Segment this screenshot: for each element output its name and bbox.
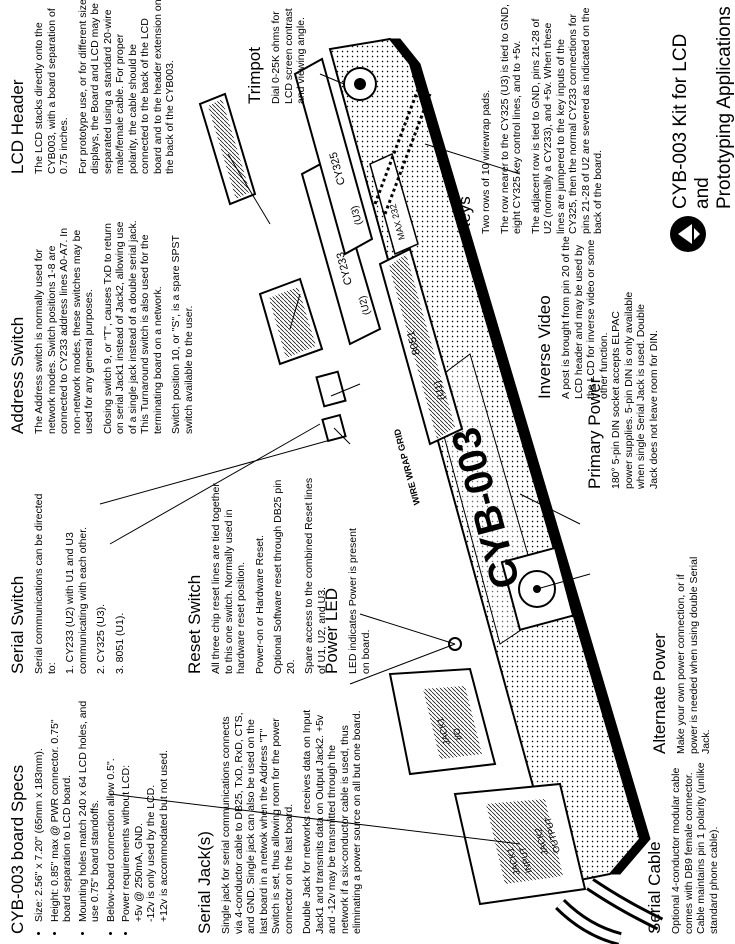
specs-heading: CYB-003 board Specs: [8, 764, 27, 934]
serial-cable-heading: Serial Cable: [645, 841, 664, 934]
lcd-header-p2: For prototype use, or for different size…: [76, 0, 177, 174]
company-logo-icon: [670, 216, 706, 252]
jack1-io-label: I/O: [451, 727, 464, 741]
reset-switch-p3: Optional Software reset through DB25 pin…: [272, 479, 297, 674]
spec-item: Below-board connection allow 0.5".: [105, 694, 118, 922]
inverse-video-text: A post is brought from pin 20 of the LCD…: [560, 236, 610, 399]
max232-chip: [369, 152, 419, 256]
u1-ref-label: (U1): [432, 379, 448, 401]
serial-switch-opt2: 2. CY325 (U3).: [95, 603, 107, 674]
power-led-text: LED indicates Power is present on board.: [347, 528, 372, 674]
jack1-io-block: [388, 667, 497, 776]
lcd-header-p1: The LCD stacks directly onto the CYB003,…: [33, 8, 70, 174]
u1-8051-chip: [378, 247, 464, 446]
leader-lines: [99, 73, 591, 845]
alternate-power-block: Alternate Power Make your own power conn…: [650, 544, 719, 754]
spec-power-line: +12v is accommodated but not used.: [157, 750, 170, 922]
serial-switch-opt1: 1. CY233 (U2) with U1 and U3 communicati…: [64, 526, 89, 674]
serial-jack-p2: Double Jack for networks receives data o…: [301, 709, 363, 934]
serial-cable-text: Optional 4-conductor modular cable comes…: [670, 762, 720, 934]
lcd-header-heading: LCD Header: [8, 79, 27, 175]
alternate-power-heading: Alternate Power: [650, 633, 669, 754]
keys-block: Keys Two rows of 10 wirewrap pads. The r…: [455, 4, 611, 234]
u3-cy325-chip: [293, 57, 374, 256]
serial-switch-intro: Serial communications can be directed to…: [33, 493, 58, 674]
reset-switch-p1: All three chip reset lines are tied toge…: [210, 483, 247, 674]
u3-ref-label: (U3): [349, 204, 365, 226]
serial-jack-block: Serial Jack(s) Single jack for serial co…: [195, 709, 370, 934]
serial-cables: [555, 878, 664, 944]
trimpot-heading: Trimpot: [245, 47, 264, 104]
serial-switch-opt3: 3. 8051 (U1).: [113, 612, 126, 674]
keys-p1: Two rows of 10 wirewrap pads.: [480, 89, 492, 234]
address-switch-p3: Switch position 10, or "S", is a spare S…: [170, 235, 195, 434]
address-switch-part: [258, 277, 324, 366]
power-led-block: Power LED LED indicates Power is present…: [322, 514, 378, 674]
address-switch-p1: The Address switch is normally used for …: [33, 227, 95, 434]
spec-power-line: +5v @ 250mA, GND.: [132, 822, 145, 922]
keys-p2: The row nearer to the CY325 (U3) is tied…: [498, 4, 524, 234]
spec-power-line: -12v is only used by the LCD.: [145, 784, 157, 922]
alternate-power-text: Make your own power connection, or if po…: [675, 556, 712, 754]
inverse-video-block: Inverse Video A post is brought from pin…: [535, 229, 616, 399]
specs-block: CYB-003 board Specs Size: 2.56" x 7.20" …: [8, 694, 173, 934]
spec-item: Power requirements without LCD: +5v @ 25…: [120, 694, 170, 922]
keys-heading: Keys: [455, 196, 474, 234]
address-switch-block: Address Switch The Address switch is nor…: [8, 219, 201, 434]
u2-ref-label: (U2): [357, 294, 373, 316]
trimpot-block: Trimpot Dial 0-25K ohms for LCD screen c…: [245, 4, 314, 104]
power-led-heading: Power LED: [322, 588, 341, 674]
serial-switch-block: Serial Switch Serial communications can …: [8, 484, 132, 674]
serial-jack-heading: Serial Jack(s): [195, 831, 214, 934]
address-switch-p2: Closing switch 9, or "T", causes TxD to …: [101, 220, 164, 434]
page-title: CYB-003 Kit for LCD and Prototyping Appl…: [670, 4, 735, 209]
lcd-header-part: [198, 92, 257, 206]
spec-item: Size: 2.56" x 7.20" (65mm x 183mm).: [33, 694, 46, 922]
spec-power-title: Power requirements without LCD:: [120, 765, 132, 922]
reset-switch-block: Reset Switch All three chip reset lines …: [185, 474, 334, 674]
address-switch-heading: Address Switch: [8, 316, 27, 434]
trimpot-text: Dial 0-25K ohms for LCD screen contrast …: [270, 8, 307, 104]
serial-cable-block: Serial Cable Optional 4-conductor modula…: [645, 754, 726, 934]
wire-wrap-label: WIRE WRAP GRID: [392, 427, 422, 506]
keys-p3: The adjacent row is tied to GND, pins 21…: [529, 7, 605, 234]
title-line-1: CYB-003 Kit for LCD and: [670, 33, 713, 209]
serial-switch-part: [315, 370, 347, 408]
inverse-video-heading: Inverse Video: [535, 295, 554, 399]
serial-jack-p1: Single jack for serial communications co…: [220, 712, 295, 934]
serial-switch-heading: Serial Switch: [8, 575, 27, 674]
lcd-header-block: LCD Header The LCD stacks directly onto …: [8, 0, 183, 174]
title-line-2: Prototyping Applications: [714, 6, 735, 209]
reset-switch-heading: Reset Switch: [185, 574, 204, 674]
spec-item: Height: 0.85" max @ PWR connector. 0.75"…: [49, 694, 74, 922]
specs-list: Size: 2.56" x 7.20" (65mm x 183mm). Heig…: [33, 694, 170, 934]
primary-power-text: 180° 5-pin DIN socket accepts ELPAC powe…: [610, 291, 660, 489]
spec-item: Mounting holes match 240 x 64 LCD holes,…: [77, 694, 102, 922]
reset-switch-p2: Power-on or Hardware Reset.: [253, 535, 266, 674]
